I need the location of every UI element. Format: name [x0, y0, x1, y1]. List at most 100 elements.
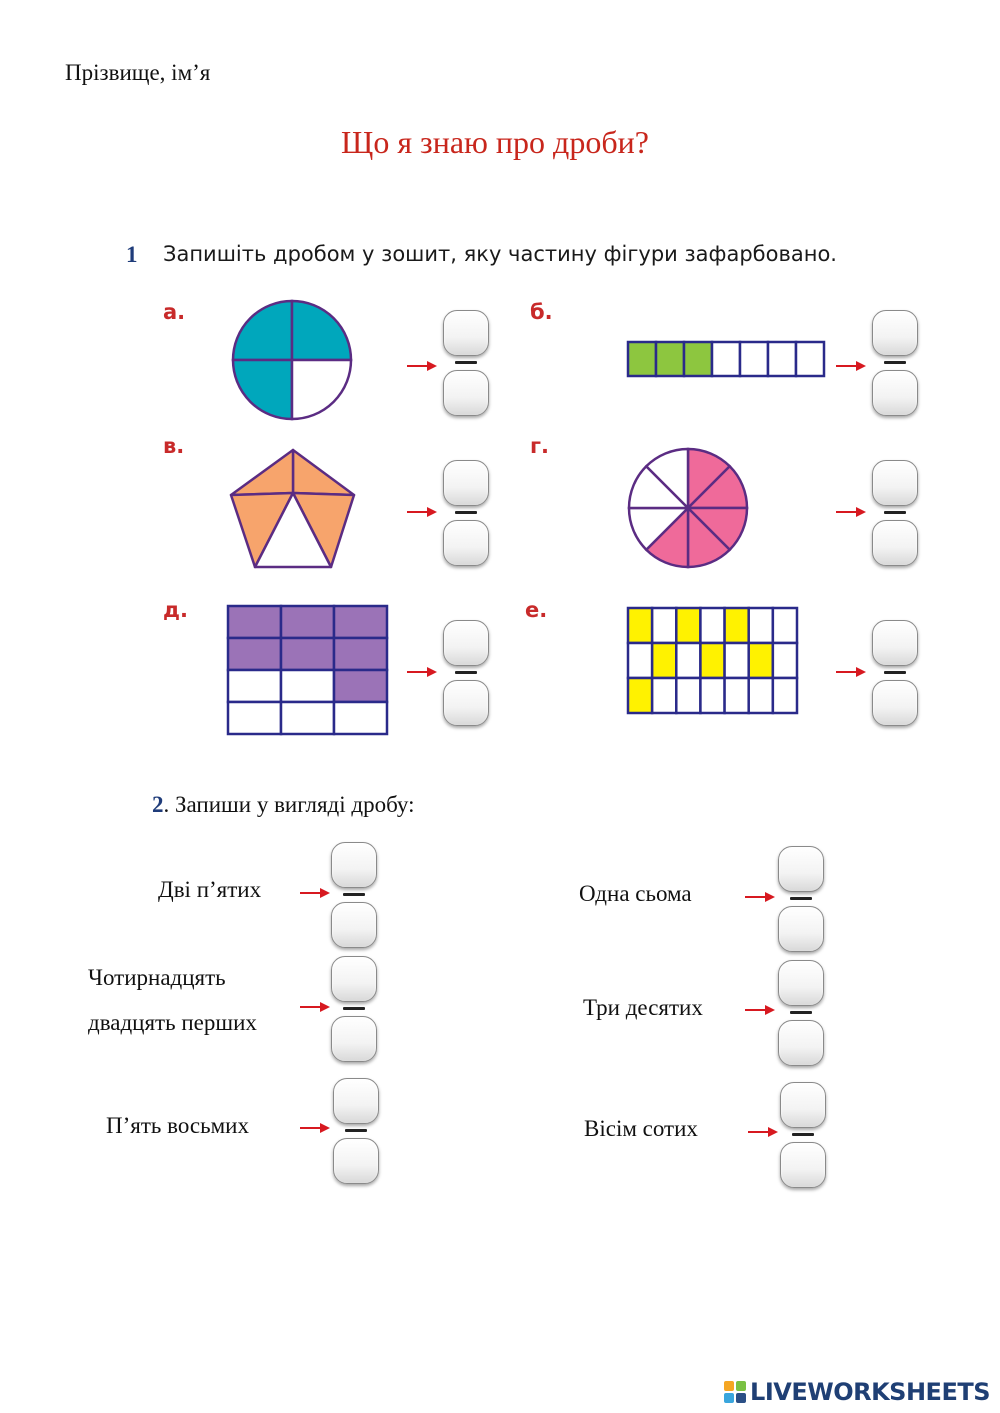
numerator-field[interactable]: [872, 460, 918, 506]
numerator-field[interactable]: [778, 846, 824, 892]
fraction-bar: [884, 361, 906, 364]
fraction-bar: [455, 511, 477, 514]
logo-text: LIVEWORKSHEETS: [750, 1378, 990, 1406]
item-letter-b: б.: [530, 300, 553, 324]
denominator-field[interactable]: [333, 1138, 379, 1184]
figure-cell: [771, 641, 799, 680]
figure-grid-purple: [226, 604, 389, 736]
figure-cell: [682, 340, 714, 378]
figure-cell: [650, 606, 678, 645]
figure-cell: [675, 606, 702, 645]
arrow-icon: [836, 507, 866, 517]
figure-cell: [699, 676, 726, 715]
figure-cell: [332, 604, 389, 640]
fraction-bar: [455, 671, 477, 674]
fraction-input-h: [872, 460, 918, 566]
figure-pentagon: [229, 448, 356, 569]
task1-instruction: Запишіть дробом у зошит, яку частину фіг…: [163, 242, 837, 266]
figure-cell: [279, 604, 336, 640]
arrow-icon: [407, 361, 437, 371]
word-label-two-fifths: Дві п’ятих: [158, 877, 262, 902]
figure-cell: [226, 700, 283, 736]
numerator-field[interactable]: [443, 620, 489, 666]
figure-cell: [723, 676, 750, 715]
arrow-icon: [836, 361, 866, 371]
liveworksheets-logo-icon: [724, 1381, 747, 1403]
denominator-field[interactable]: [443, 680, 489, 726]
fraction-input-a: [443, 310, 489, 416]
figure-cell: [226, 668, 283, 704]
figure-cell: [747, 606, 775, 645]
fraction-bar: [790, 897, 812, 900]
fraction-bar: [455, 361, 477, 364]
task2-text: . Запиши у вигляді дробу:: [163, 792, 415, 817]
figure-triangle: [291, 448, 356, 497]
word-label-eight-hundredths: Вісім сотих: [584, 1116, 698, 1141]
figure-circle-eighths: [627, 447, 749, 569]
figure-cell: [723, 641, 750, 680]
denominator-field[interactable]: [780, 1142, 826, 1188]
figure-cell: [626, 641, 654, 680]
figure-triangle: [229, 448, 295, 497]
figure-cell: [699, 606, 726, 645]
word-label-fourteen-line2: двадцять перших: [88, 1010, 257, 1035]
fraction-input-v: [443, 460, 489, 566]
fraction-input-d: [443, 620, 489, 726]
figure-cell: [654, 340, 686, 378]
numerator-field[interactable]: [443, 460, 489, 506]
denominator-field[interactable]: [443, 520, 489, 566]
figure-sector: [290, 299, 353, 362]
fraction-input-fourteen-twentyfirsts: [331, 956, 377, 1062]
fraction-input-eight-hundredths: [780, 1082, 826, 1188]
numerator-field[interactable]: [443, 310, 489, 356]
denominator-field[interactable]: [331, 902, 377, 948]
figure-cell: [332, 636, 389, 672]
word-label-five-eighths: П’ять восьмих: [106, 1113, 249, 1138]
denominator-field[interactable]: [778, 906, 824, 952]
fraction-bar: [343, 893, 365, 896]
numerator-field[interactable]: [780, 1082, 826, 1128]
item-letter-a: а.: [163, 300, 186, 324]
denominator-field[interactable]: [331, 1016, 377, 1062]
figure-cell: [723, 606, 750, 645]
task1-figures: [226, 299, 826, 736]
word-label-three-tenths: Три десятих: [583, 995, 703, 1020]
numerator-field[interactable]: [331, 956, 377, 1002]
figure-cell: [650, 641, 678, 680]
figure-cell: [332, 668, 389, 704]
task1-number: 1: [126, 242, 138, 267]
denominator-field[interactable]: [778, 1020, 824, 1066]
numerator-field[interactable]: [331, 842, 377, 888]
arrow-icon: [300, 888, 330, 898]
figure-sector: [231, 299, 294, 362]
figure-cell: [747, 676, 775, 715]
denominator-field[interactable]: [872, 370, 918, 416]
figure-cell: [226, 604, 283, 640]
figure-sector: [231, 358, 294, 421]
fraction-input-three-tenths: [778, 960, 824, 1066]
figure-cell: [675, 641, 702, 680]
denominator-field[interactable]: [872, 680, 918, 726]
fraction-input-five-eighths: [333, 1078, 379, 1184]
numerator-field[interactable]: [872, 620, 918, 666]
numerator-field[interactable]: [333, 1078, 379, 1124]
item-letter-e: е.: [525, 598, 548, 622]
arrow-icon: [300, 1123, 330, 1133]
numerator-field[interactable]: [778, 960, 824, 1006]
item-letter-v: в.: [163, 434, 185, 458]
figure-cell: [650, 676, 678, 715]
item-letter-h: г.: [530, 434, 549, 458]
denominator-field[interactable]: [443, 370, 489, 416]
numerator-field[interactable]: [872, 310, 918, 356]
arrow-icon: [300, 1002, 330, 1012]
figure-grid-yellow: [626, 606, 799, 715]
fraction-bar: [790, 1011, 812, 1014]
liveworksheets-logo[interactable]: LIVEWORKSHEETS: [724, 1378, 990, 1406]
denominator-field[interactable]: [872, 520, 918, 566]
figure-strip: [626, 340, 826, 378]
figure-cell: [766, 340, 798, 378]
fraction-input-two-fifths: [331, 842, 377, 948]
fraction-bar: [345, 1129, 367, 1132]
word-label-one-seventh: Одна сьома: [579, 881, 692, 906]
